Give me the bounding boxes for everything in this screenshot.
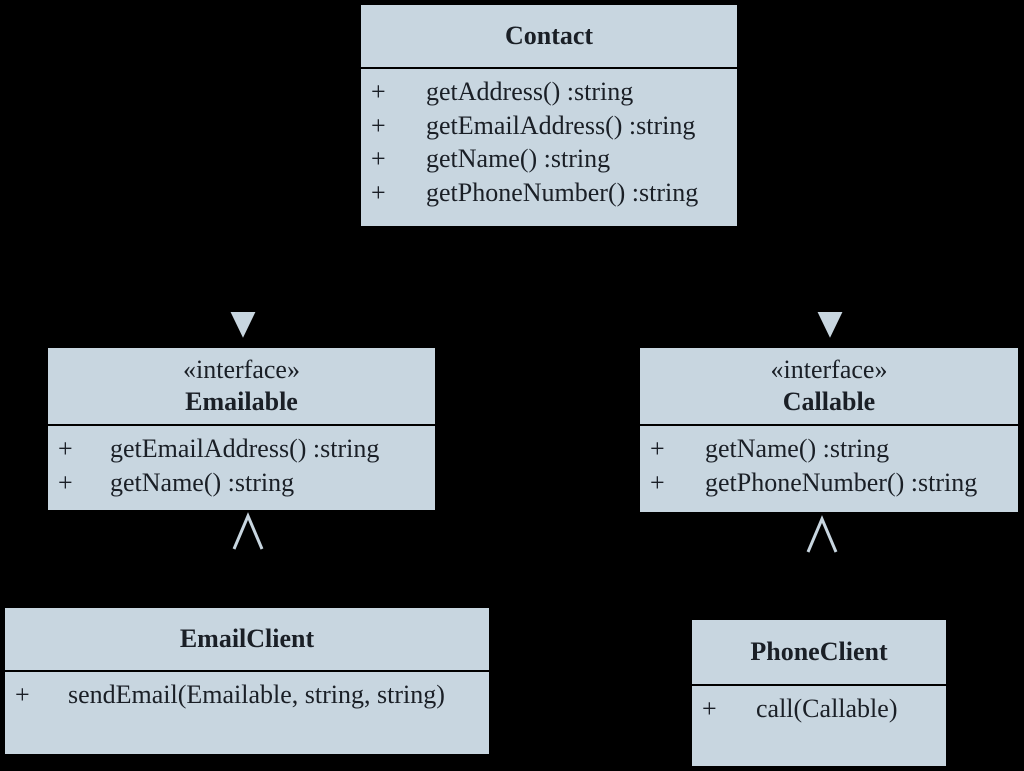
class-emailclient[interactable]: EmailClient + sendEmail(Emailable, strin… xyxy=(3,606,491,756)
interface-callable[interactable]: «interface» Callable + getName() :string… xyxy=(638,346,1020,514)
realization-arrowhead-emailable xyxy=(227,310,259,343)
interface-emailable[interactable]: «interface» Emailable + getEmailAddress(… xyxy=(46,346,437,512)
operation-row: + sendEmail(Emailable, string, string) xyxy=(5,678,489,712)
operation-signature: getPhoneNumber() :string xyxy=(426,177,699,207)
stereotype-label: «interface» xyxy=(770,354,888,384)
visibility-marker: + xyxy=(650,434,665,463)
operation-signature: getName() :string xyxy=(426,144,611,173)
class-emailclient-header: EmailClient xyxy=(5,608,489,672)
operation-signature: getPhoneNumber() :string xyxy=(705,467,978,497)
class-emailclient-operations: + sendEmail(Emailable, string, string) xyxy=(5,672,489,712)
interface-emailable-name: Emailable xyxy=(185,387,298,416)
operation-row: + getName() :string xyxy=(640,432,1018,466)
class-contact[interactable]: Contact + getAddress() :string + getEmai… xyxy=(359,3,739,228)
class-phoneclient-header: PhoneClient xyxy=(692,620,946,686)
visibility-marker: + xyxy=(371,110,386,140)
operation-signature: sendEmail(Emailable, string, string) xyxy=(68,680,445,709)
operation-signature: call(Callable) xyxy=(756,694,898,723)
operation-signature: getEmailAddress() :string xyxy=(426,110,696,140)
dependency-arrowhead-emailable xyxy=(232,512,264,550)
class-contact-name: Contact xyxy=(504,20,594,50)
interface-callable-operations: + getName() :string + getPhoneNumber() :… xyxy=(640,426,1018,499)
visibility-marker: + xyxy=(650,467,665,497)
operation-row: + getName() :string xyxy=(361,142,737,176)
visibility-marker: + xyxy=(15,680,30,709)
operation-row: + call(Callable) xyxy=(692,692,946,726)
interface-callable-name: Callable xyxy=(782,387,876,416)
visibility-marker: + xyxy=(702,694,717,723)
interface-callable-header: «interface» Callable xyxy=(640,348,1018,426)
operation-signature: getAddress() :string xyxy=(426,77,634,106)
operation-row: + getPhoneNumber() :string xyxy=(640,466,1018,500)
operation-row: + getEmailAddress() :string xyxy=(48,432,435,466)
class-phoneclient[interactable]: PhoneClient + call(Callable) xyxy=(690,618,948,768)
visibility-marker: + xyxy=(58,434,73,463)
visibility-marker: + xyxy=(58,467,73,497)
class-contact-operations: + getAddress() :string + getEmailAddress… xyxy=(361,69,737,209)
operation-signature: getName() :string xyxy=(110,467,295,497)
operation-signature: getName() :string xyxy=(705,434,890,463)
realization-arrowhead-callable xyxy=(814,310,846,343)
class-contact-header: Contact xyxy=(361,5,737,69)
class-phoneclient-name: PhoneClient xyxy=(750,636,888,666)
visibility-marker: + xyxy=(371,177,386,207)
interface-emailable-operations: + getEmailAddress() :string + getName() … xyxy=(48,426,435,499)
operation-row: + getName() :string xyxy=(48,466,435,500)
operation-row: + getPhoneNumber() :string xyxy=(361,176,737,210)
class-phoneclient-operations: + call(Callable) xyxy=(692,686,946,726)
visibility-marker: + xyxy=(371,77,386,106)
operation-signature: getEmailAddress() :string xyxy=(110,434,380,463)
class-emailclient-name: EmailClient xyxy=(179,623,315,653)
operation-row: + getEmailAddress() :string xyxy=(361,109,737,143)
interface-emailable-header: «interface» Emailable xyxy=(48,348,435,426)
operation-row: + getAddress() :string xyxy=(361,75,737,109)
visibility-marker: + xyxy=(371,144,386,173)
dependency-arrowhead-callable xyxy=(806,515,838,553)
stereotype-label: «interface» xyxy=(183,354,300,384)
